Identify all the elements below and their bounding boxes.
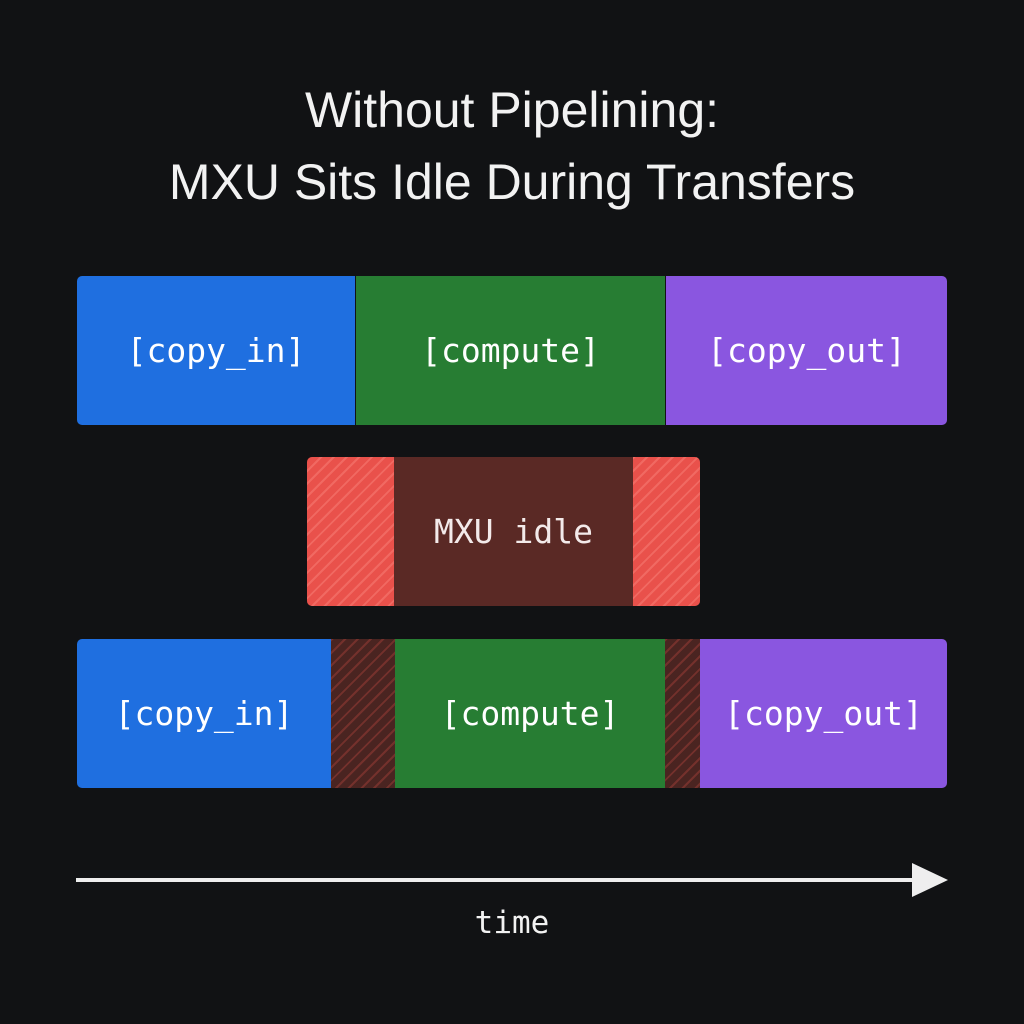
mxu-idle-label: MXU idle xyxy=(434,512,593,551)
row3-compute-label: [compute] xyxy=(440,694,620,733)
row3-copy-out-block: [copy_out] xyxy=(700,639,947,788)
mxu-idle-block: MXU idle xyxy=(307,457,700,606)
time-axis-arrow xyxy=(76,863,948,897)
row3-compute-block: [compute] xyxy=(395,639,665,788)
row1-compute-block: [compute] xyxy=(356,276,665,425)
row3-copy-out-label: [copy_out] xyxy=(724,694,923,733)
time-axis-arrowhead xyxy=(912,863,948,897)
row1-compute-label: [compute] xyxy=(421,331,600,370)
row3-idle-gap-1 xyxy=(331,639,395,788)
row1-copy-in-label: [copy_in] xyxy=(126,331,306,370)
row3-idle-gap-2 xyxy=(665,639,700,788)
time-axis-label: time xyxy=(474,905,550,941)
row1-copy-out-label: [copy_out] xyxy=(707,331,906,370)
idle-hatch-left xyxy=(307,457,394,606)
row1-copy-in-block: [copy_in] xyxy=(77,276,355,425)
idle-hatch-right xyxy=(633,457,700,606)
diagram-title-line-2: MXU Sits Idle During Transfers xyxy=(168,154,856,210)
diagram-title-line-1: Without Pipelining: xyxy=(304,82,720,138)
row3-copy-in-block: [copy_in] xyxy=(77,639,331,788)
row3-copy-in-label: [copy_in] xyxy=(114,694,294,733)
row1-copy-out-block: [copy_out] xyxy=(666,276,947,425)
